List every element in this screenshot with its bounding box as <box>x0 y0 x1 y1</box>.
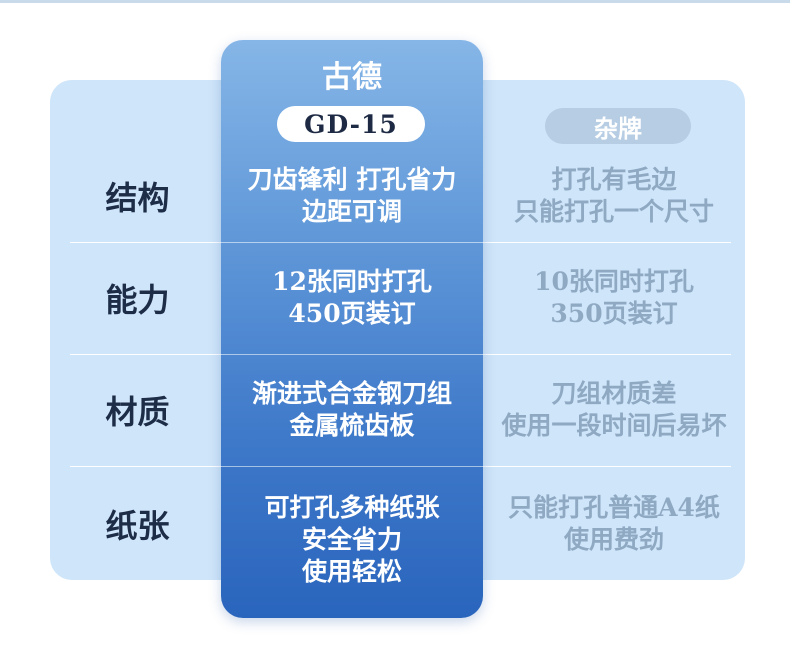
cell-line: 使用轻松 <box>301 557 402 586</box>
brand-cell-paper: 可打孔多种纸张 安全省力 使用轻松 <box>221 492 483 588</box>
cell-line: 450页装订 <box>288 299 416 328</box>
brand-cell-structure: 刀齿锋利 打孔省力 边距可调 <box>221 164 483 228</box>
row-label-structure: 结构 <box>105 179 170 217</box>
cell-line: 使用费劲 <box>563 525 664 554</box>
brand-name: 古德 <box>322 60 382 95</box>
cell-line: 边距可调 <box>301 197 402 226</box>
cell-line: 刀齿锋利 打孔省力 <box>247 165 457 194</box>
row-divider <box>483 242 731 243</box>
other-brand-badge: 杂牌 <box>545 108 691 144</box>
cell-line: 金属梳齿板 <box>289 411 415 440</box>
row-label-paper: 纸张 <box>105 507 170 545</box>
cell-line: 10张同时打孔 <box>534 267 694 296</box>
cell-line: 可打孔多种纸张 <box>264 493 440 522</box>
brand-cell-material: 渐进式合金钢刀组 金属梳齿板 <box>221 378 483 442</box>
row-divider <box>221 242 483 243</box>
cell-line: 刀组材质差 <box>551 379 677 408</box>
brand-cell-capacity: 12张同时打孔 450页装订 <box>221 266 483 330</box>
row-divider <box>70 466 225 467</box>
row-label-capacity: 能力 <box>105 281 170 319</box>
cell-line: 安全省力 <box>301 525 402 554</box>
other-cell-material: 刀组材质差 使用一段时间后易坏 <box>483 378 745 442</box>
row-divider <box>483 466 731 467</box>
cell-line: 只能打孔普通A4纸 <box>508 493 720 522</box>
other-cell-paper: 只能打孔普通A4纸 使用费劲 <box>483 492 745 556</box>
row-divider <box>70 354 225 355</box>
model-badge: GD-15 <box>277 106 425 142</box>
row-divider <box>221 354 483 355</box>
cell-line: 使用一段时间后易坏 <box>501 411 727 440</box>
row-divider <box>221 466 483 467</box>
other-cell-capacity: 10张同时打孔 350页装订 <box>483 266 745 330</box>
row-divider <box>483 354 731 355</box>
cell-line: 打孔有毛边 <box>551 165 677 194</box>
row-divider <box>70 242 225 243</box>
row-label-material: 材质 <box>105 393 170 431</box>
cell-line: 12张同时打孔 <box>272 267 432 296</box>
top-divider <box>0 0 790 3</box>
other-cell-structure: 打孔有毛边 只能打孔一个尺寸 <box>483 164 745 228</box>
cell-line: 350页装订 <box>550 299 678 328</box>
cell-line: 渐进式合金钢刀组 <box>251 379 452 408</box>
cell-line: 只能打孔一个尺寸 <box>513 197 714 226</box>
